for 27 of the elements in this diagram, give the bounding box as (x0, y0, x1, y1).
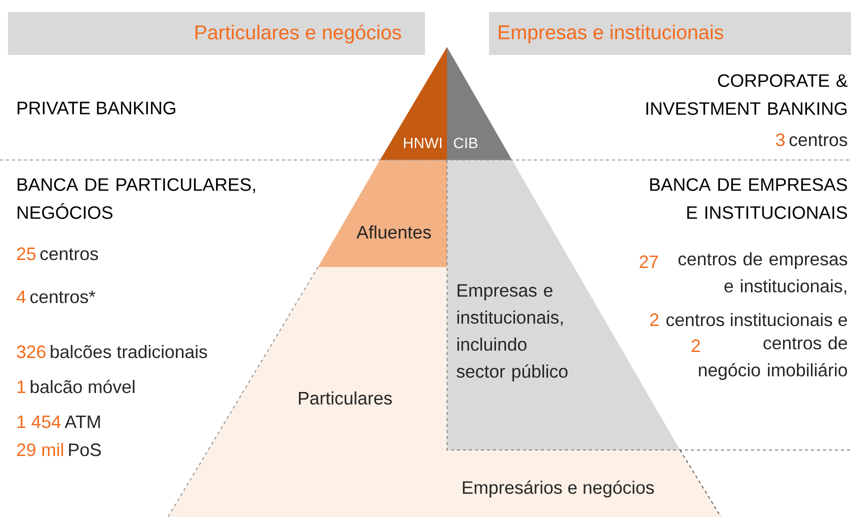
pyramid-segment: Empresários e negócios (447, 450, 721, 517)
section-heading: BANCA DE PARTICULARES, NEGÓCIOS (18, 178, 255, 219)
count-label: ATM (64, 416, 100, 428)
count-number: 4 (16, 290, 26, 303)
count-number: 326 (16, 345, 46, 358)
count-number: 1 (18, 380, 26, 393)
section-heading: PRIVATE BANKING (18, 102, 176, 114)
count-number: 29 mil (17, 442, 63, 456)
header-band: Particulares e negócios (8, 12, 425, 55)
pyramid-segment: CIB (447, 47, 512, 160)
count-number: 25 (17, 247, 36, 260)
node-label: Empresários e negócios (462, 480, 654, 498)
count-number: 27 (640, 255, 658, 268)
count-label: centros (790, 134, 848, 146)
count-label: centros de empresas e institucionais, (678, 252, 848, 295)
count-label: balcão móvel (30, 380, 134, 394)
count-label: PoS (69, 443, 101, 456)
count-label: centros de negócio imobiliário (698, 336, 847, 380)
pyramid-segment: HNWI (380, 47, 447, 160)
header-band: Empresas e institucionais (489, 12, 851, 55)
count-number: 1 454 (18, 416, 61, 428)
section-heading: CORPORATE & INVESTMENT BANKING (646, 74, 848, 115)
count-number: 3 (776, 133, 785, 146)
count-label: centros* (30, 290, 96, 304)
count-number: 2 (650, 313, 658, 326)
pyramid-segment: Afluentes (318, 160, 447, 267)
count-label: centros (40, 248, 98, 260)
